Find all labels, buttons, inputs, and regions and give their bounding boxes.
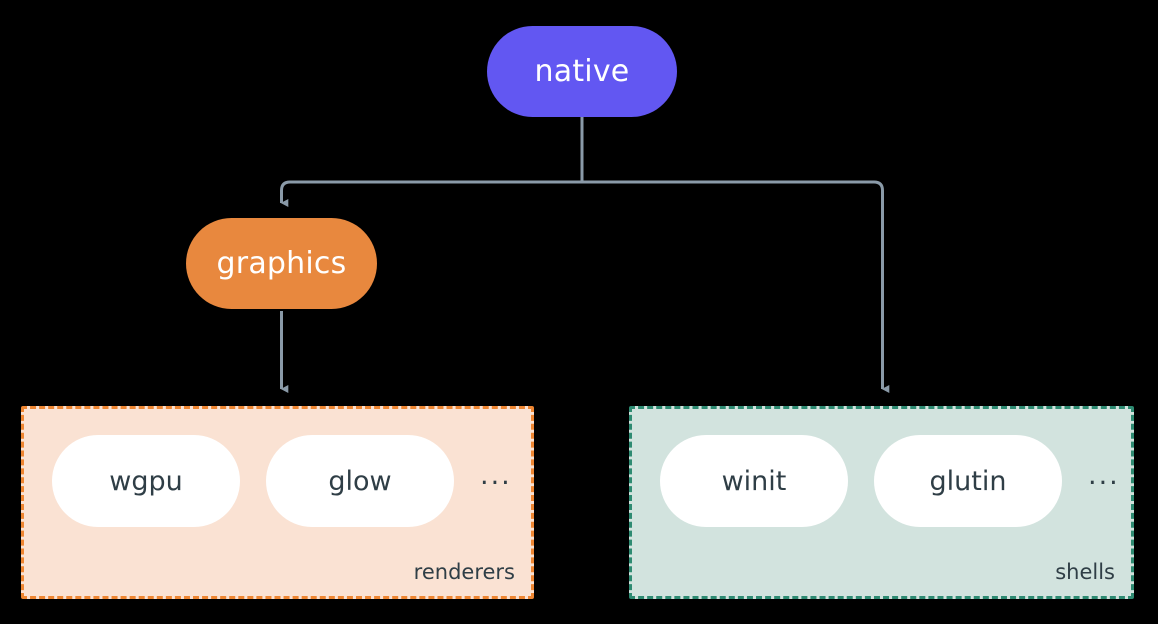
pill-wgpu-label: wgpu xyxy=(109,465,183,497)
group-shells-items: winit glutin ... xyxy=(632,435,1131,527)
shells-ellipsis: ... xyxy=(1088,459,1120,491)
pill-glow[interactable]: glow xyxy=(266,435,454,527)
group-renderers-items: wgpu glow ... xyxy=(24,435,531,527)
pill-glow-label: glow xyxy=(328,465,392,497)
group-shells-label: shells xyxy=(1055,560,1115,584)
node-graphics-label: graphics xyxy=(216,246,347,281)
pill-wgpu[interactable]: wgpu xyxy=(52,435,240,527)
group-renderers: wgpu glow ... renderers xyxy=(21,406,534,599)
group-shells: winit glutin ... shells xyxy=(629,406,1134,599)
pill-winit[interactable]: winit xyxy=(660,435,848,527)
pill-glutin-label: glutin xyxy=(929,465,1007,497)
node-native[interactable]: native xyxy=(487,26,677,117)
node-native-label: native xyxy=(534,54,630,89)
group-renderers-label: renderers xyxy=(413,560,515,584)
edge-native-to-shells xyxy=(580,117,890,393)
node-graphics[interactable]: graphics xyxy=(186,218,377,309)
pill-glutin[interactable]: glutin xyxy=(874,435,1062,527)
edge-native-to-graphics xyxy=(280,117,584,207)
renderers-ellipsis: ... xyxy=(480,459,512,491)
pill-winit-label: winit xyxy=(721,465,787,497)
